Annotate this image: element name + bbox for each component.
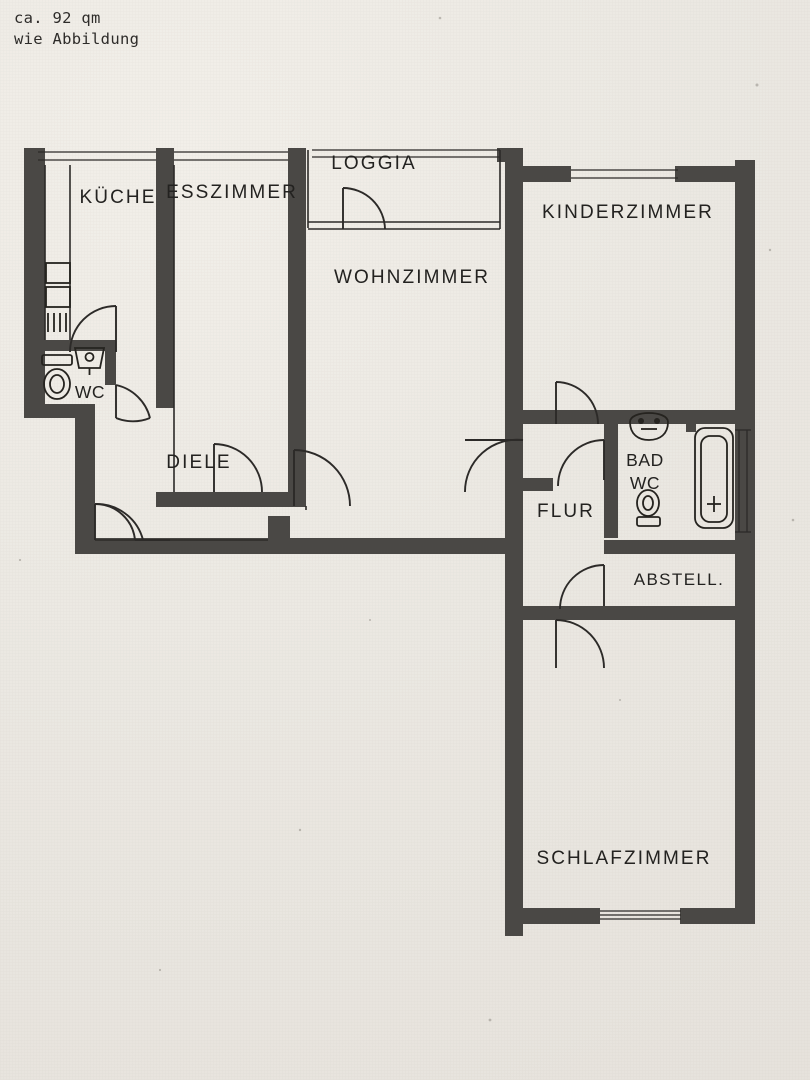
door-schlafzimmer xyxy=(555,619,605,669)
door-esszimmer xyxy=(213,443,263,493)
door-wohnzimmer xyxy=(293,449,351,507)
window-bad xyxy=(735,429,751,533)
wall-kinder-top-left xyxy=(523,166,571,182)
wall-kueche-esszimmer xyxy=(156,148,174,408)
bathtub-icon xyxy=(694,427,734,529)
door-kinderzimmer xyxy=(555,381,599,425)
bad-washbasin-icon xyxy=(629,412,669,441)
wall-schlaf-bottom-left xyxy=(505,908,600,924)
wall-bad-bottom xyxy=(604,540,755,554)
room-label-diele: DIELE xyxy=(166,452,231,473)
wc-toilet-icon xyxy=(41,354,73,400)
windows-group xyxy=(38,149,751,920)
wall-diele-bottom xyxy=(75,538,515,554)
wall-tub-niche xyxy=(686,424,696,432)
room-label-kueche: KÜCHE xyxy=(79,187,156,208)
wall-schlaf-corner-left xyxy=(505,908,523,936)
header-line-2: wie Abbildung xyxy=(14,30,140,48)
door-abstell xyxy=(559,564,605,610)
window-loggia-top xyxy=(312,149,500,158)
wall-kinder-top-right xyxy=(675,166,755,182)
room-label-wc: WC xyxy=(75,382,105,402)
door-wohnzimmer-flur xyxy=(464,438,524,493)
header-annotation: ca. 92 qm wie Abbildung xyxy=(14,8,139,50)
thin-lines-group xyxy=(44,150,501,541)
door-loggia xyxy=(342,187,386,230)
room-label-bad-wc: WC xyxy=(630,473,660,493)
wall-wc-right xyxy=(105,340,116,385)
wall-kueche-bottom xyxy=(30,340,116,351)
wall-wc-bottom xyxy=(24,404,86,418)
wall-esszimmer-wohnzimmer xyxy=(288,148,306,506)
wall-diele-left xyxy=(75,404,95,552)
fixtures-group xyxy=(41,262,734,529)
header-line-1: ca. 92 qm xyxy=(14,9,101,27)
room-label-flur: FLUR xyxy=(537,501,595,522)
window-schlafzimmer xyxy=(600,910,681,920)
door-bad xyxy=(557,439,605,487)
door-kueche xyxy=(69,305,117,353)
door-wc xyxy=(115,384,151,423)
window-esszimmer xyxy=(174,151,288,161)
wall-kinder-bottom-left xyxy=(523,410,615,424)
wall-spine-lower xyxy=(505,542,523,922)
room-label-loggia: LOGGIA xyxy=(331,153,416,174)
wall-abstell-bottom xyxy=(604,606,755,620)
room-label-kinderzimmer: KINDERZIMMER xyxy=(542,202,714,223)
window-kueche xyxy=(38,151,156,161)
wall-top-left-corner xyxy=(24,148,38,161)
bad-toilet-icon xyxy=(636,489,661,527)
walls-group xyxy=(24,148,755,936)
wc-sink-icon xyxy=(73,347,106,375)
room-label-wohnzimmer: WOHNZIMMER xyxy=(334,267,490,288)
kitchen-counter-icon xyxy=(45,262,71,332)
wall-schlaf-bottom-right xyxy=(680,908,755,924)
wall-nib-diele xyxy=(268,516,290,540)
wall-esszimmer-bottom xyxy=(156,492,306,507)
room-label-abstell: ABSTELL. xyxy=(634,570,725,589)
doors-group xyxy=(69,187,605,669)
room-labels-group: KÜCHE ESSZIMMER LOGGIA WOHNZIMMER KINDER… xyxy=(75,153,725,869)
room-label-schlafzimmer: SCHLAFZIMMER xyxy=(536,848,711,869)
wall-top-center-corner xyxy=(497,148,523,162)
wall-flur-bad xyxy=(604,410,618,538)
room-label-bad: BAD xyxy=(626,450,664,470)
wall-exterior-left xyxy=(24,148,45,410)
paper-speckles xyxy=(18,16,795,1022)
window-kinderzimmer xyxy=(571,169,678,179)
wall-flur-bottom xyxy=(523,606,618,620)
door-entrance xyxy=(94,503,170,541)
room-label-esszimmer: ESSZIMMER xyxy=(166,182,298,203)
wall-spine-upper xyxy=(505,148,523,542)
wall-flur-stub-left xyxy=(523,478,553,491)
